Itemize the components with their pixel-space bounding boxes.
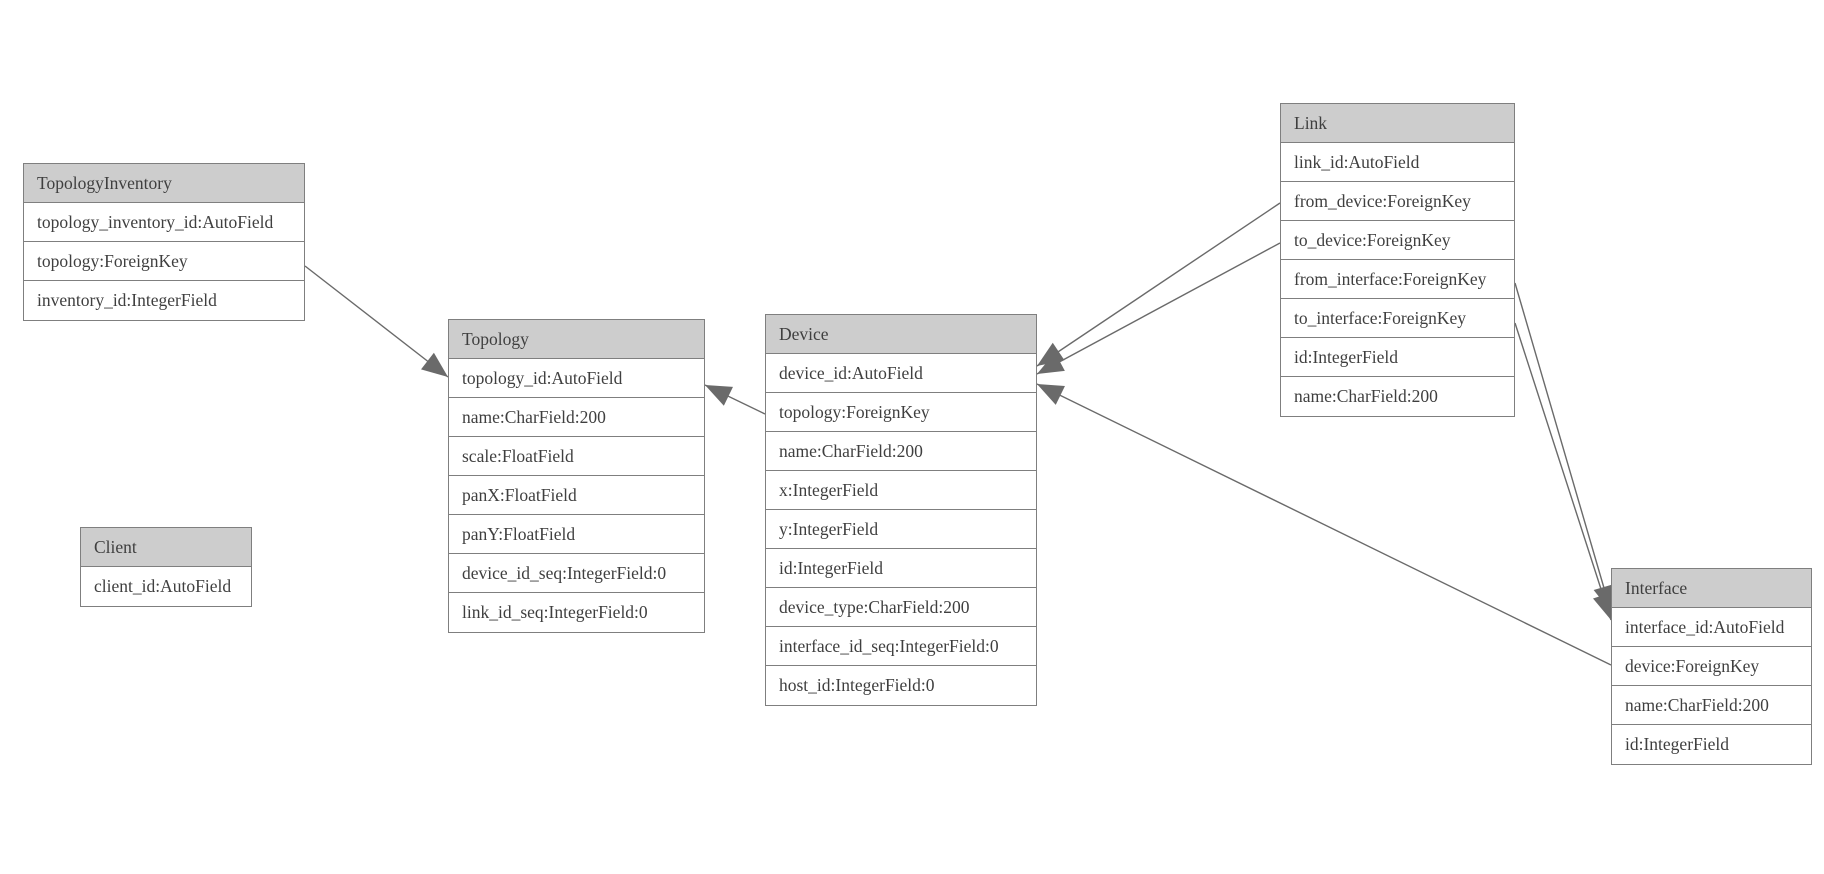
foreignkey-arrowhead-icon <box>421 352 448 377</box>
field-row-device-device-type: device_type:CharField:200 <box>766 588 1036 627</box>
field-row-topologyinventory-topology: topology:ForeignKey <box>24 242 304 281</box>
field-row-device-device-id: device_id:AutoField <box>766 354 1036 393</box>
foreignkey-arrowhead-icon <box>1037 352 1065 374</box>
field-row-topologyinventory-topology-inventory-id: topology_inventory_id:AutoField <box>24 203 304 242</box>
relationship-line <box>1036 242 1281 375</box>
field-row-interface-name: name:CharField:200 <box>1612 686 1811 725</box>
edge-link-to-interface--interface-interface-id <box>1514 322 1613 621</box>
relationship-line <box>304 265 449 378</box>
entity-title-device: Device <box>766 315 1036 354</box>
edge-interface-device--device-device-id <box>1036 383 1612 666</box>
field-row-link-from-device: from_device:ForeignKey <box>1281 182 1514 221</box>
field-row-device-interface-id-seq: interface_id_seq:IntegerField:0 <box>766 627 1036 666</box>
field-row-topology-panx: panX:FloatField <box>449 476 704 515</box>
field-row-topology-name: name:CharField:200 <box>449 398 704 437</box>
relationship-line <box>1036 202 1281 367</box>
edge-device-topology--topology-topology-id <box>704 384 766 415</box>
field-row-topology-link-id-seq: link_id_seq:IntegerField:0 <box>449 593 704 632</box>
entity-title-interface: Interface <box>1612 569 1811 608</box>
field-row-interface-device: device:ForeignKey <box>1612 647 1811 686</box>
field-row-link-name: name:CharField:200 <box>1281 377 1514 416</box>
field-row-link-to-interface: to_interface:ForeignKey <box>1281 299 1514 338</box>
field-row-device-y: y:IntegerField <box>766 510 1036 549</box>
entity-title-topology: Topology <box>449 320 704 359</box>
entity-title-topologyinventory: TopologyInventory <box>24 164 304 203</box>
field-row-link-link-id: link_id:AutoField <box>1281 143 1514 182</box>
field-row-interface-interface-id: interface_id:AutoField <box>1612 608 1811 647</box>
field-row-topologyinventory-inventory-id: inventory_id:IntegerField <box>24 281 304 320</box>
entity-title-client: Client <box>81 528 251 567</box>
edge-topologyinventory-topology--topology-topology-id <box>304 265 449 378</box>
field-row-link-id: id:IntegerField <box>1281 338 1514 377</box>
field-row-device-topology: topology:ForeignKey <box>766 393 1036 432</box>
relationship-line <box>1514 282 1612 613</box>
foreignkey-arrowhead-icon <box>1593 592 1613 620</box>
field-row-device-name: name:CharField:200 <box>766 432 1036 471</box>
edge-link-from-interface--interface-interface-id <box>1514 282 1614 613</box>
field-row-device-x: x:IntegerField <box>766 471 1036 510</box>
field-row-topology-pany: panY:FloatField <box>449 515 704 554</box>
field-row-client-client-id: client_id:AutoField <box>81 567 251 606</box>
relationship-line <box>1514 322 1612 621</box>
foreignkey-arrowhead-icon <box>1037 384 1065 405</box>
field-row-interface-id: id:IntegerField <box>1612 725 1811 764</box>
field-row-topology-device-id-seq: device_id_seq:IntegerField:0 <box>449 554 704 593</box>
field-row-link-to-device: to_device:ForeignKey <box>1281 221 1514 260</box>
field-row-device-host-id: host_id:IntegerField:0 <box>766 666 1036 705</box>
edge-link-to-device--device-device-id <box>1036 242 1281 375</box>
field-row-device-id: id:IntegerField <box>766 549 1036 588</box>
entity-title-link: Link <box>1281 104 1514 143</box>
foreignkey-arrowhead-icon <box>705 385 733 406</box>
edge-link-from-device--device-device-id <box>1036 202 1281 367</box>
field-row-link-from-interface: from_interface:ForeignKey <box>1281 260 1514 299</box>
field-row-topology-topology-id: topology_id:AutoField <box>449 359 704 398</box>
relationship-line <box>1036 383 1612 666</box>
field-row-topology-scale: scale:FloatField <box>449 437 704 476</box>
